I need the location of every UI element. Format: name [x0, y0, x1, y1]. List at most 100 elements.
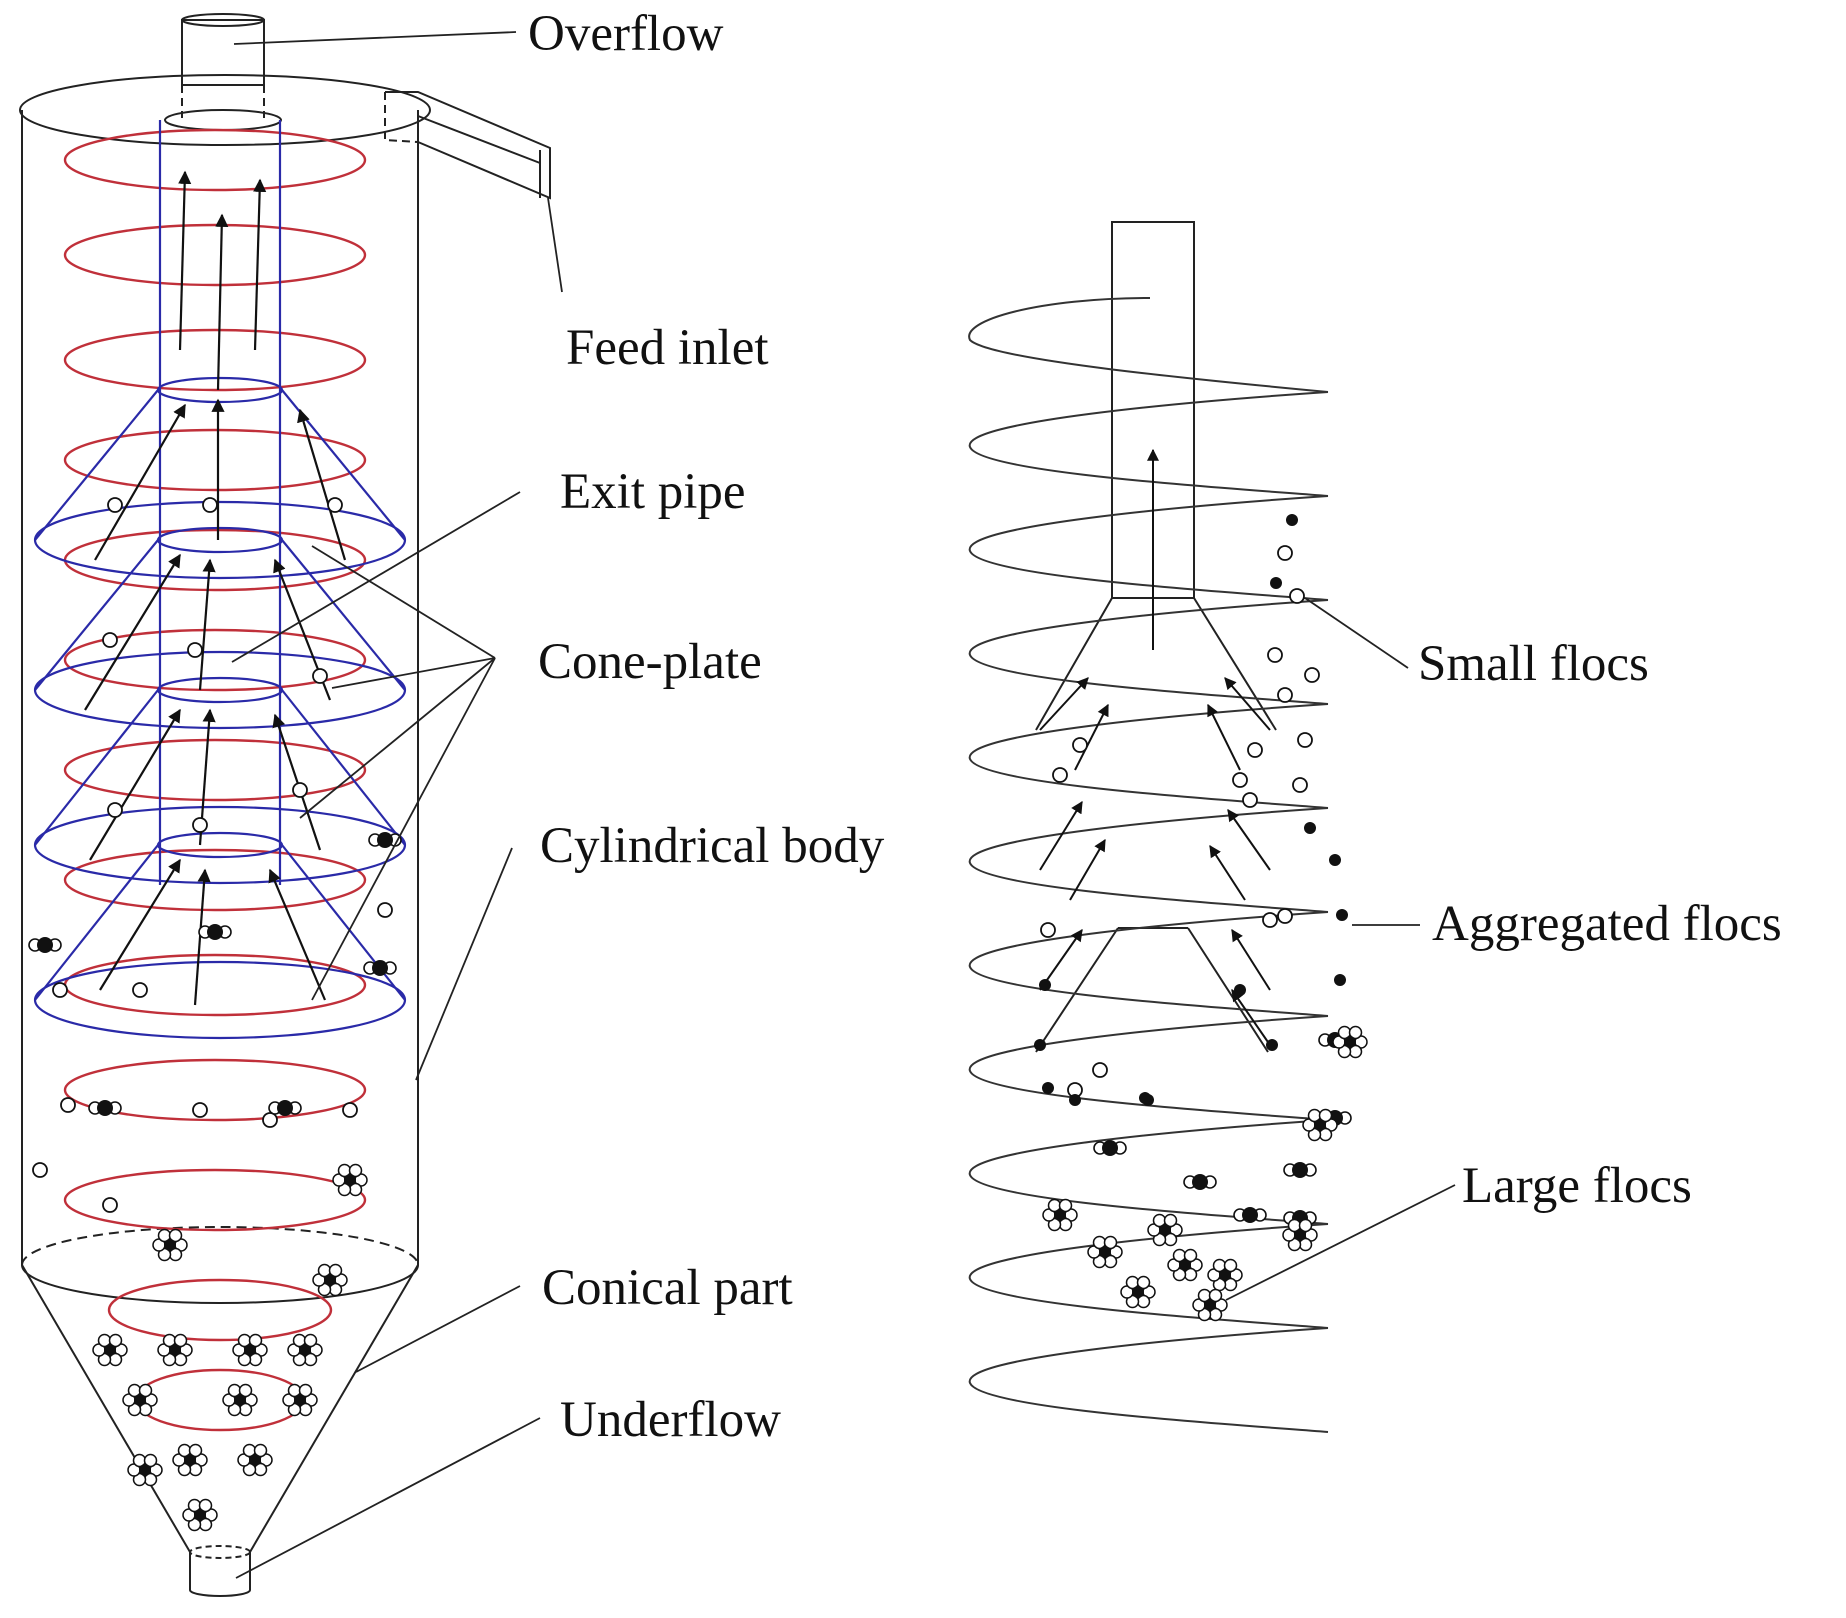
spiral-loop: [968, 1015, 1329, 1121]
open-circle-icon: [1304, 667, 1320, 683]
open-circle-icon: [173, 1333, 188, 1348]
star-cluster-icon: [1294, 1229, 1306, 1241]
leader-conical-part: [355, 1285, 521, 1373]
spiral-loop: [63, 1058, 367, 1122]
open-circle-icon: [1277, 545, 1293, 561]
open-circle-icon: [1277, 687, 1293, 703]
labels: Overflow Feed inlet Exit pipe Cone-plate…: [528, 6, 1782, 1448]
filled-dot-icon: [1069, 1094, 1081, 1106]
open-circle-icon: [348, 1163, 363, 1178]
cylinder-bottom-back: [21, 1226, 419, 1266]
star-cluster-icon: [249, 1454, 261, 1466]
open-circle-icon: [1058, 1198, 1073, 1213]
cone-plate-side-right: [281, 689, 406, 846]
spiral-loop: [968, 703, 1329, 809]
open-circle-icon: [188, 1443, 203, 1458]
open-circle-icon: [1223, 1258, 1238, 1273]
open-circle-icon: [1298, 1218, 1313, 1233]
open-circle-icon: [1183, 1248, 1198, 1263]
filled-dot-icon: [1334, 974, 1346, 986]
star-cluster-icon: [139, 1464, 151, 1476]
leader-cone-plate-1: [311, 545, 496, 659]
filled-dot-icon: [1304, 822, 1316, 834]
open-circle-icon: [253, 1443, 268, 1458]
open-circle-icon: [52, 982, 68, 998]
filled-dot-icon: [97, 1100, 113, 1116]
label-feed-inlet: Feed inlet: [566, 320, 769, 376]
arrow-up-icon: [99, 858, 181, 991]
filled-dot-icon: [1234, 984, 1246, 996]
detail-spiral-flow: [968, 297, 1329, 1433]
feed-inlet-duct: [385, 91, 551, 200]
open-circle-icon: [1267, 647, 1283, 663]
filled-dot-icon: [1242, 1207, 1258, 1223]
star-cluster-icon: [344, 1174, 356, 1186]
detail-flow-arrows: [1039, 448, 1271, 1046]
filled-dot-icon: [1139, 1092, 1151, 1104]
spiral-loop: [968, 495, 1329, 601]
star-cluster-icon: [234, 1394, 246, 1406]
cone-plate-side-right: [281, 539, 406, 691]
arrow-up-icon: [1209, 844, 1246, 901]
label-cylindrical-body: Cylindrical body: [540, 818, 885, 874]
open-circle-icon: [342, 1102, 358, 1118]
open-circle-icon: [1242, 792, 1258, 808]
feed-inlet-duct-top: [417, 115, 541, 164]
open-circle-icon: [1262, 912, 1278, 928]
star-cluster-icon: [1132, 1286, 1144, 1298]
open-circle-icon: [60, 1097, 76, 1113]
open-circle-icon: [1277, 908, 1293, 924]
filled-dot-icon: [1329, 854, 1341, 866]
open-circle-icon: [1289, 588, 1305, 604]
star-cluster-icon: [1054, 1209, 1066, 1221]
cone-plate-top: [156, 526, 284, 554]
arrow-up-icon: [1207, 703, 1241, 771]
open-circle-icon: [32, 1162, 48, 1178]
star-cluster-icon: [1219, 1269, 1231, 1281]
leader-underflow: [235, 1417, 541, 1579]
spiral-loop: [968, 1119, 1329, 1225]
spiral-loop: [968, 297, 1329, 393]
underflow-spigot-top: [189, 1545, 251, 1559]
leader-large-flocs: [1225, 1184, 1456, 1301]
label-large-flocs: Large flocs: [1462, 1158, 1692, 1214]
open-circle-icon: [327, 497, 343, 513]
leader-cone-plate-2: [331, 657, 496, 689]
open-circle-icon: [1052, 767, 1068, 783]
cone-plate-side-right: [281, 844, 406, 1001]
cone-plate-side-left: [34, 689, 159, 846]
star-cluster-icon: [1314, 1119, 1326, 1131]
spiral-loop: [63, 128, 367, 192]
open-circle-icon: [328, 1263, 343, 1278]
label-underflow: Underflow: [560, 1392, 781, 1448]
spiral-loop: [968, 911, 1329, 1017]
open-circle-icon: [107, 802, 123, 818]
open-circle-icon: [1247, 742, 1263, 758]
open-circle-icon: [192, 1102, 208, 1118]
filled-dot-icon: [1270, 577, 1282, 589]
floc-particles: [28, 497, 402, 1532]
spiral-loop: [968, 599, 1329, 705]
star-cluster-icon: [299, 1344, 311, 1356]
label-exit-pipe: Exit pipe: [560, 464, 746, 520]
flow-arrows: [84, 170, 347, 1006]
cone-plate-side-left: [34, 844, 159, 1001]
spiral-flow-path: [63, 128, 367, 1432]
leader-cone-plate-3: [299, 657, 496, 819]
open-circle-icon: [138, 1383, 153, 1398]
open-circle-icon: [238, 1383, 253, 1398]
cone-plate-side-left: [34, 389, 159, 541]
star-cluster-icon: [294, 1394, 306, 1406]
open-circle-icon: [108, 1333, 123, 1348]
cone-wall-right: [249, 1264, 419, 1553]
spiral-loop: [968, 391, 1329, 497]
open-circle-icon: [102, 1197, 118, 1213]
hydrocyclone-body: [19, 13, 551, 1597]
spiral-loop: [63, 628, 367, 692]
leader-feed-inlet: [547, 197, 563, 293]
filled-dot-icon: [207, 924, 223, 940]
label-overflow: Overflow: [528, 6, 724, 62]
star-cluster-icon: [1179, 1259, 1191, 1271]
arrow-up-icon: [1231, 928, 1271, 991]
